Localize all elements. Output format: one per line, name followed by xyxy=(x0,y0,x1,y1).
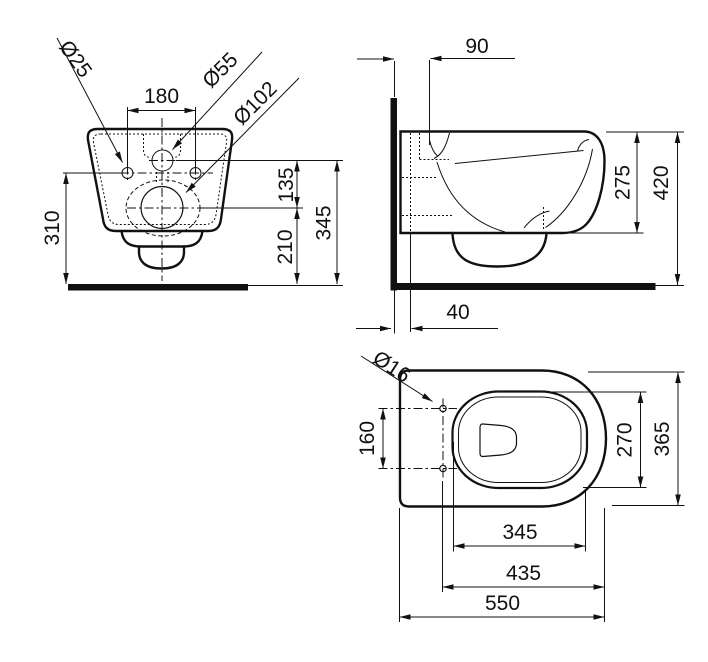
dim-label-front-135: 135 xyxy=(275,167,298,202)
side-view: 90 275 420 40 xyxy=(356,35,684,334)
top-seat-ring-inner xyxy=(458,396,582,483)
front-channel-neck xyxy=(156,172,169,184)
front-outlet-spigot xyxy=(137,245,186,270)
dim-label-top-365: 365 xyxy=(651,421,674,456)
front-dim-310: 310 xyxy=(41,172,120,284)
side-dim-90: 90 xyxy=(357,35,515,145)
top-dim-550: 550 xyxy=(399,508,605,622)
dim-label-front-310: 310 xyxy=(41,210,64,245)
dim-label-front-dia25: Ø25 xyxy=(54,36,96,82)
front-bowl-bottom xyxy=(120,229,204,248)
dim-label-front-dia55: Ø55 xyxy=(198,48,242,92)
dim-label-side-420: 420 xyxy=(650,165,673,200)
side-dim-40: 40 xyxy=(356,301,498,332)
dim-label-side-90: 90 xyxy=(465,35,488,58)
front-floor-bar xyxy=(68,284,248,291)
side-body-interior xyxy=(402,132,593,233)
dim-label-top-550: 550 xyxy=(485,592,520,615)
front-view: 180 Ø25 Ø55 Ø102 135 210 345 xyxy=(41,36,343,291)
side-floor-bar xyxy=(390,283,656,290)
top-dim-160: 160 xyxy=(356,408,386,469)
top-seat-ring-outer xyxy=(451,390,589,490)
front-hole-axis xyxy=(120,165,213,181)
top-leader-dia16: Ø16 xyxy=(360,347,433,402)
dim-label-front-345: 345 xyxy=(313,205,336,240)
top-flush-opening xyxy=(479,423,518,458)
top-body-outline xyxy=(398,369,608,508)
dim-label-top-dia16: Ø16 xyxy=(369,347,415,388)
top-dim-right-stack: 270 365 xyxy=(540,371,685,506)
side-body-outline xyxy=(399,130,606,235)
dim-label-front-210: 210 xyxy=(274,229,297,264)
dim-label-front-180: 180 xyxy=(144,85,179,108)
front-body-inner-hidden-edge xyxy=(92,133,228,225)
side-dim-right-stack: 275 420 xyxy=(565,131,684,285)
dim-label-side-40: 40 xyxy=(446,301,469,324)
side-wall-bar xyxy=(390,98,397,291)
front-channel-left xyxy=(143,134,152,158)
top-view: 160 Ø16 270 365 345 xyxy=(356,347,685,622)
dim-label-top-345: 345 xyxy=(502,521,537,544)
front-channel-right xyxy=(172,134,181,158)
top-dim-345: 345 xyxy=(453,442,586,552)
dim-label-side-275: 275 xyxy=(612,165,635,200)
dim-label-top-435: 435 xyxy=(506,562,541,585)
front-dim-180: 180 xyxy=(127,85,196,168)
top-hole-axes xyxy=(378,398,457,479)
top-dim-435: 435 xyxy=(442,481,605,622)
dim-label-top-270: 270 xyxy=(614,422,637,457)
dim-label-top-160: 160 xyxy=(356,421,379,456)
front-body-outline xyxy=(86,127,234,233)
front-dim-right-stack: 135 210 345 xyxy=(176,160,343,284)
side-bowl-bottom xyxy=(451,231,548,268)
